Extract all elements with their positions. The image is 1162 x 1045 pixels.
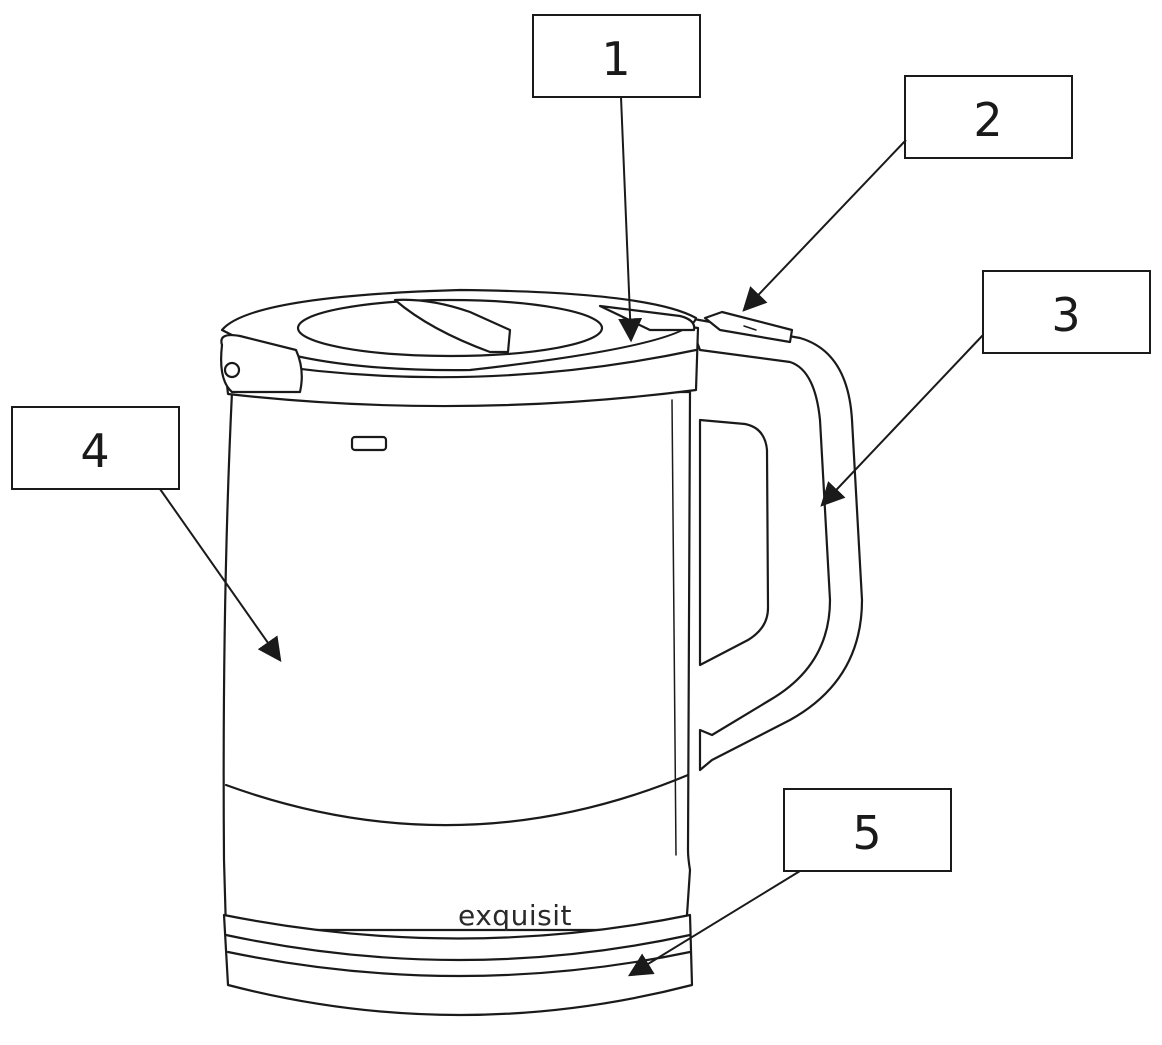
brand-logo: exquisit: [458, 899, 572, 932]
callout-1: 1: [533, 15, 700, 340]
kettle-body: [224, 392, 690, 930]
leader-arrow-2: [744, 140, 906, 310]
kettle-handle: [688, 312, 862, 770]
callout-label-5: 5: [852, 806, 881, 860]
kettle-illustration: exquisit: [221, 290, 862, 1015]
kettle-lid: [221, 290, 698, 406]
callout-3: 3: [822, 271, 1150, 505]
callout-label-1: 1: [601, 32, 630, 86]
callout-label-2: 2: [973, 93, 1002, 147]
callout-label-4: 4: [80, 424, 109, 478]
callout-label-3: 3: [1051, 288, 1080, 342]
